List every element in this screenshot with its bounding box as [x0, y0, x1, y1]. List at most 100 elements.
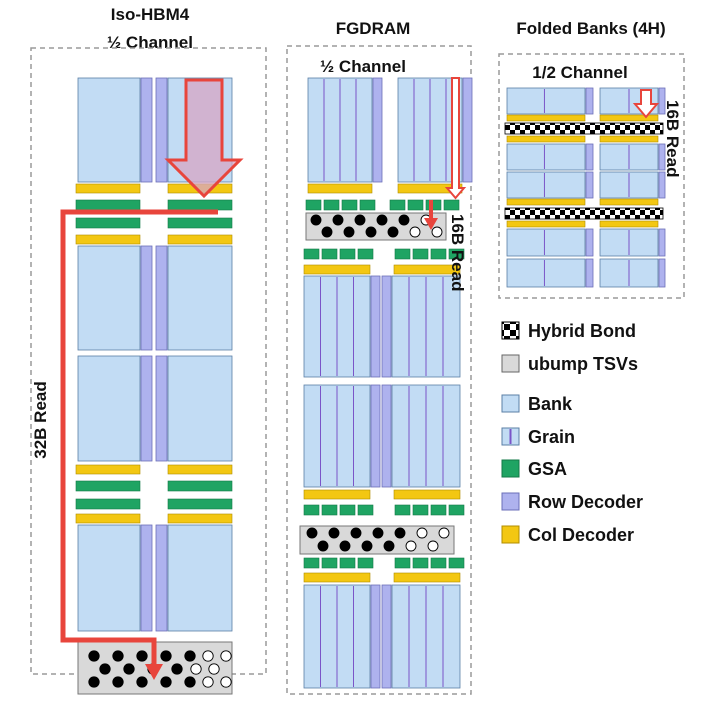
tsv-filled: [88, 650, 100, 662]
col-decoder: [303, 264, 371, 275]
row-decoder: [381, 584, 392, 689]
tsv-filled: [160, 676, 172, 688]
gsa: [75, 217, 141, 229]
gsa: [448, 504, 465, 516]
gsa: [389, 199, 406, 211]
bank: [506, 228, 586, 257]
row-decoder: [140, 245, 153, 351]
gsa: [323, 199, 340, 211]
row-decoder: [658, 228, 666, 257]
folded-read-label: 16B Read: [663, 100, 682, 177]
col-decoder: [599, 220, 659, 228]
hybrid-bond-row: [504, 122, 664, 135]
legend-label-hybrid-bond: Hybrid Bond: [528, 321, 636, 341]
bank: [506, 143, 586, 171]
tsv-filled: [361, 540, 373, 552]
gsa: [321, 248, 338, 260]
tsv-filled: [136, 676, 148, 688]
row-decoder: [155, 77, 168, 183]
col-decoder: [506, 198, 586, 206]
gsa: [75, 199, 141, 211]
gsa: [394, 504, 411, 516]
col-decoder: [506, 114, 586, 122]
legend-item-hybrid-bond: Hybrid Bond: [501, 321, 636, 341]
row-decoder: [140, 524, 153, 632]
gsa: [412, 248, 429, 260]
tsv-filled: [387, 226, 399, 238]
gsa: [412, 557, 429, 569]
gsa: [407, 199, 424, 211]
tsv-filled: [339, 540, 351, 552]
row-decoder: [381, 275, 392, 378]
gsa: [425, 199, 442, 211]
legend-item-ubump-tsvs: ubump TSVs: [501, 354, 638, 374]
col-decoder: [599, 135, 659, 143]
gsa: [357, 557, 374, 569]
col-decoder: [599, 114, 659, 122]
fgdram-border: [286, 45, 472, 695]
gsa: [321, 557, 338, 569]
tsv-filled: [310, 214, 322, 226]
gsa: [448, 557, 465, 569]
fgdram-column: [299, 77, 473, 689]
legend-swatch-bank: [501, 394, 520, 413]
tsv-empty: [202, 676, 214, 688]
row-decoder: [585, 87, 594, 115]
tsv-filled: [372, 527, 384, 539]
tsv-filled: [184, 676, 196, 688]
row-decoder: [155, 355, 168, 462]
tsv-filled: [136, 650, 148, 662]
fgdram-read-arrow-hollow: [444, 77, 467, 200]
row-decoder: [658, 258, 666, 288]
bank: [77, 245, 141, 351]
col-decoder: [75, 513, 141, 524]
tsv-filled: [383, 540, 395, 552]
gsa: [357, 248, 374, 260]
row-decoder: [381, 384, 392, 488]
tsv-filled: [328, 527, 340, 539]
row-decoder: [585, 143, 594, 171]
col-decoder: [303, 489, 371, 500]
row-decoder: [155, 524, 168, 632]
tsv-filled: [350, 527, 362, 539]
folded-subtitle: 1/2 Channel: [532, 63, 627, 82]
tsv-filled: [184, 650, 196, 662]
col-decoder: [307, 183, 373, 194]
legend-item-bank: Bank: [501, 394, 573, 414]
tsv-filled: [376, 214, 388, 226]
tsv-empty: [208, 663, 220, 675]
tsv-empty: [416, 527, 428, 539]
row-decoder: [370, 275, 381, 378]
col-decoder: [393, 572, 461, 583]
gsa: [303, 557, 320, 569]
row-decoder: [140, 355, 153, 462]
tsv-filled: [365, 226, 377, 238]
bank: [506, 258, 586, 288]
gsa: [339, 504, 356, 516]
tsv-filled: [88, 676, 100, 688]
gsa: [359, 199, 376, 211]
gsa: [167, 199, 233, 211]
col-decoder: [167, 464, 233, 475]
iso-hbm4-read-label: 32B Read: [31, 381, 50, 458]
tsv-empty: [438, 527, 450, 539]
col-decoder: [393, 264, 461, 275]
tsv-filled: [394, 527, 406, 539]
tsv-filled: [332, 214, 344, 226]
tsv-filled: [317, 540, 329, 552]
row-decoder: [585, 258, 594, 288]
folded-read-arrow: [632, 89, 660, 119]
gsa: [75, 498, 141, 510]
bank: [167, 245, 233, 351]
row-decoder: [370, 584, 381, 689]
gsa: [303, 504, 320, 516]
row-decoder: [140, 77, 153, 183]
legend-label-gsa: GSA: [528, 459, 567, 479]
tsv-empty: [190, 663, 202, 675]
tsv-empty: [405, 540, 417, 552]
bank: [77, 355, 141, 462]
gsa: [448, 248, 465, 260]
gsa: [357, 504, 374, 516]
